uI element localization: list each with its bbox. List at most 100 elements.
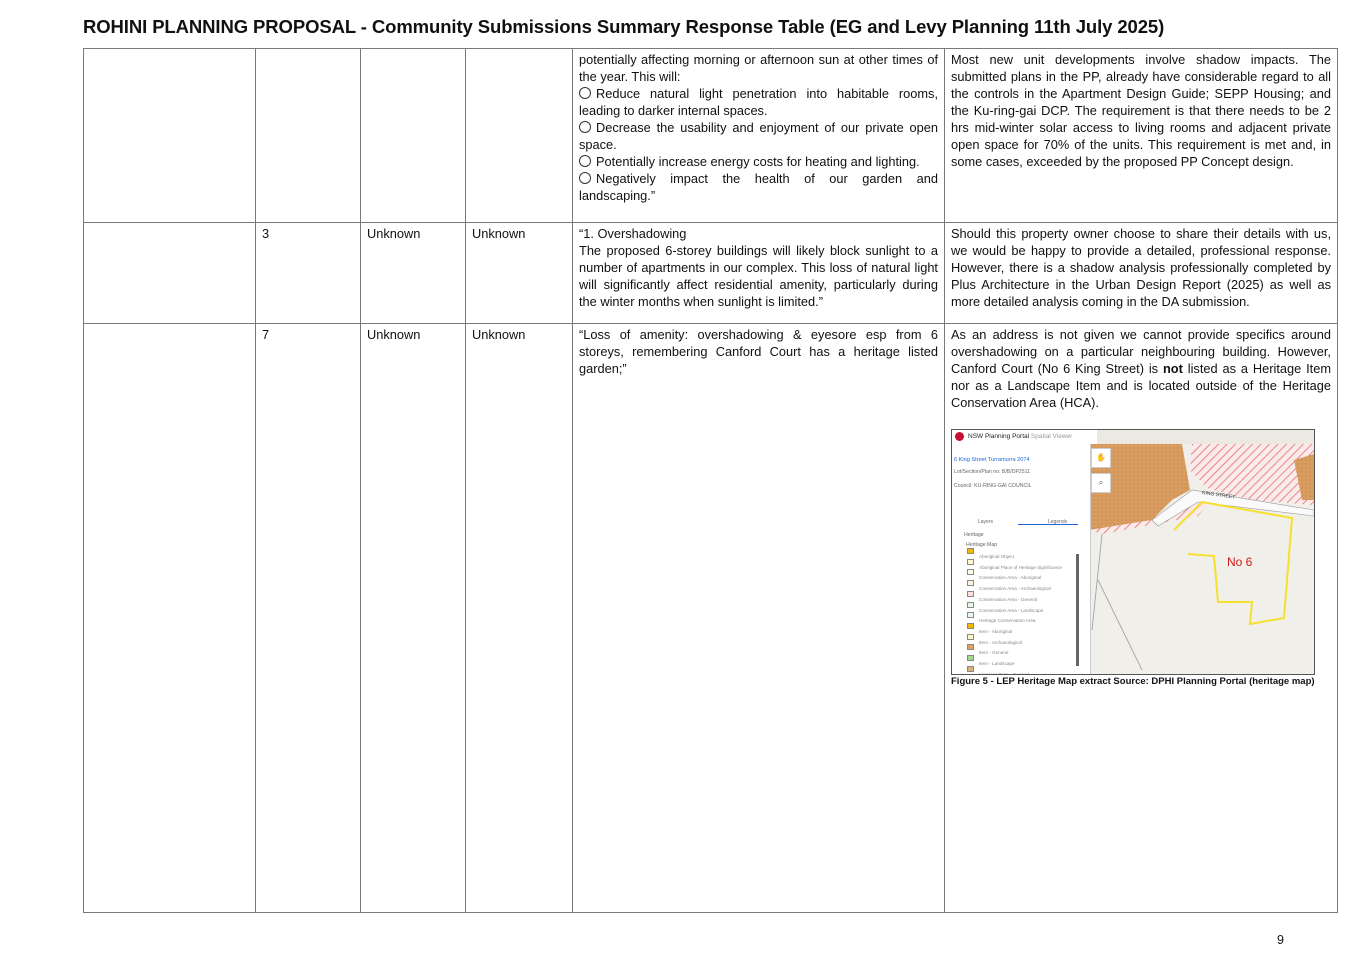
active-tab-indicator	[1018, 524, 1078, 525]
legend-label: Aboriginal Object	[979, 554, 1014, 559]
response-text: As an address is not given we cannot pro…	[951, 327, 1332, 410]
legend-item: Conservation Area - General	[967, 590, 1077, 602]
cell-submission: potentially affecting morning or afterno…	[572, 48, 945, 223]
legend-item: Aboriginal Place of Heritage Significanc…	[967, 558, 1077, 570]
submission-text: The proposed 6-storey buildings will lik…	[579, 243, 938, 309]
map-canvas: KING STREET	[1090, 444, 1314, 674]
legend-item: Item - Archaeological	[967, 633, 1077, 645]
cell-col4: Unknown	[465, 222, 573, 324]
cell-col1	[83, 222, 256, 324]
legend-swatch	[967, 622, 974, 629]
map-side-panel: 6 King Street Turramurra 2074 Lot/Sectio…	[952, 444, 1091, 674]
bullet-item: Negatively impact the health of our gard…	[579, 171, 938, 203]
lot-field: Lot/Section/Plan no: B/B/DP2511	[954, 469, 1031, 475]
cell-submission: “1. Overshadowing The proposed 6-storey …	[572, 222, 945, 324]
portal-header: NSW Planning Portal Spatial Viewer	[952, 430, 1097, 444]
legend-label: Item - Aboriginal	[979, 628, 1013, 634]
address-field: 6 King Street Turramurra 2074	[954, 457, 1030, 463]
legend-label: Conservation Area - General	[979, 596, 1038, 602]
legend-label: Local Heritage - General	[979, 671, 1030, 675]
page-number: 9	[1277, 933, 1284, 947]
tab-legends: Legends	[1048, 519, 1068, 525]
cell-col1	[83, 323, 256, 913]
bullet-item: Reduce natural light penetration into ha…	[579, 86, 938, 118]
heritage-item-general-area	[1090, 444, 1190, 530]
table-row: 3 Unknown Unknown “1. Overshadowing The …	[83, 222, 1338, 324]
submission-heading: “1. Overshadowing	[579, 226, 687, 241]
circle-bullet-icon	[579, 155, 591, 167]
cell-submission-no: 7	[255, 323, 361, 913]
side-road-edge	[1091, 533, 1103, 631]
tab-layers: Layers	[978, 519, 994, 525]
legend-item: Conservation Area - Landscape	[967, 601, 1077, 613]
submission-intro: potentially affecting morning or afterno…	[579, 52, 938, 84]
panel-tabs: Layers Legends	[970, 514, 1080, 525]
heritage-item-east	[1294, 454, 1314, 500]
legend-swatch	[967, 558, 974, 565]
table-row: 7 Unknown Unknown “Loss of amenity: over…	[83, 323, 1338, 913]
page-title: ROHINI PLANNING PROPOSAL - Community Sub…	[83, 16, 1165, 37]
legend-label: Conservation Area - Archaeological	[979, 586, 1051, 592]
king-street-road	[1151, 489, 1314, 527]
cell-response: Most new unit developments involve shado…	[944, 48, 1338, 223]
submissions-table: potentially affecting morning or afterno…	[83, 48, 1338, 913]
cell-col3: Unknown	[360, 323, 466, 913]
legend-label: Conservation Area - Aboriginal	[979, 575, 1042, 581]
cell-col3	[360, 48, 466, 223]
legend-swatch	[967, 580, 974, 587]
bullet-item: Potentially increase energy costs for he…	[579, 153, 938, 170]
emphasis-not: not	[1162, 361, 1183, 376]
cell-response: As an address is not given we cannot pro…	[944, 323, 1338, 913]
legend-swatch	[967, 612, 974, 619]
legend-swatch	[967, 590, 974, 597]
conservation-area-general	[1190, 444, 1314, 505]
legend-item: Aboriginal Object	[967, 548, 1077, 559]
legend-swatch	[967, 548, 974, 554]
cell-response: Should this property owner choose to sha…	[944, 222, 1338, 324]
heritage-map-label: Heritage Map	[966, 542, 998, 548]
legend-swatch	[967, 655, 974, 661]
cell-col4: Unknown	[465, 323, 573, 913]
figure-caption: Figure 5 - LEP Heritage Map extract Sour…	[951, 676, 1315, 687]
legend-label: Heritage Conservation Area	[979, 618, 1036, 624]
legend-swatch	[967, 665, 974, 672]
cell-submission-no: 3	[255, 222, 361, 324]
legend-label: Item - General	[979, 650, 1009, 656]
cell-submission: “Loss of amenity: overshadowing & eyesor…	[572, 323, 945, 913]
legend-swatch	[967, 633, 974, 640]
nsw-logo-icon	[955, 432, 964, 441]
circle-bullet-icon	[579, 172, 591, 184]
hand-tool-icon: ✋	[1091, 448, 1111, 468]
heritage-label: Heritage	[964, 532, 984, 538]
legend-item: Heritage Conservation Area	[967, 612, 1077, 623]
legend-swatch	[967, 644, 974, 651]
cell-col4	[465, 48, 573, 223]
legend-label: Aboriginal Place of Heritage Significanc…	[979, 564, 1062, 570]
site-label: No 6	[1227, 555, 1253, 569]
heritage-map-figure: KING STREET NSW Planning Portal Spatial …	[951, 429, 1315, 675]
bullet-item: Decrease the usability and enjoyment of …	[579, 120, 938, 152]
legend-label: Item - Landscape	[979, 661, 1015, 666]
search-icon: ⌕	[1091, 473, 1111, 493]
legend-item: Item - General	[967, 644, 1077, 655]
legend-item: Item - Landscape	[967, 655, 1077, 666]
legend-item: Local Heritage - General	[967, 665, 1077, 675]
panel-scrollbar	[1076, 554, 1079, 666]
circle-bullet-icon	[579, 121, 591, 133]
map-tools: ✋ ⌕	[1091, 448, 1113, 496]
cell-col3: Unknown	[360, 222, 466, 324]
side-road-edge-2	[1097, 579, 1143, 671]
legend-swatch	[967, 569, 974, 576]
cell-col1	[83, 48, 256, 223]
street-label: KING STREET	[1202, 490, 1236, 501]
legend-item: Conservation Area - Archaeological	[967, 580, 1077, 591]
site-boundary-no6	[1173, 500, 1294, 626]
cell-submission-no	[255, 48, 361, 223]
legend-swatch	[967, 601, 974, 608]
legend-item: Conservation Area - Aboriginal	[967, 569, 1077, 580]
legend-label: Item - Archaeological	[979, 639, 1022, 645]
council-field: Council: KU-RING-GAI COUNCIL	[954, 483, 1032, 489]
legend-label: Conservation Area - Landscape	[979, 607, 1044, 613]
circle-bullet-icon	[579, 87, 591, 99]
table-row: potentially affecting morning or afterno…	[83, 48, 1338, 223]
